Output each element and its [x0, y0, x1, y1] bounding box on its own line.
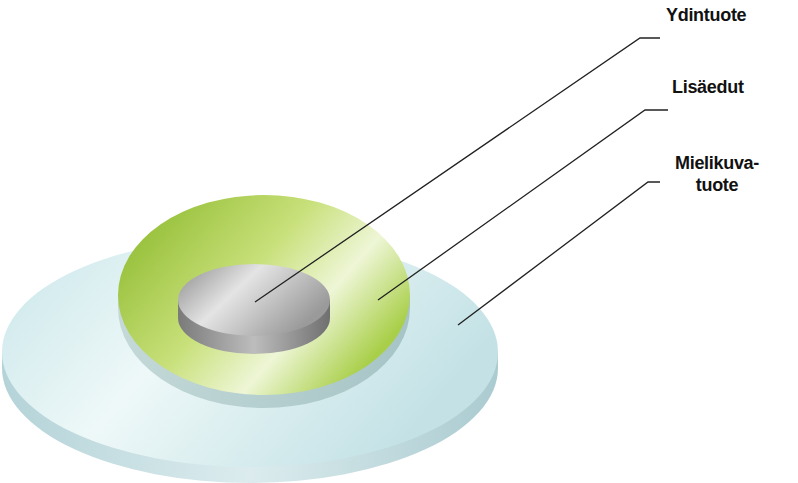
outer-disc-top — [2, 237, 498, 467]
callout-label: Ydintuote — [666, 4, 786, 26]
callout-label: Mielikuva- tuote — [664, 152, 770, 196]
leader-line — [378, 110, 668, 300]
inner-disc-top — [178, 264, 330, 336]
leader-line — [458, 182, 660, 325]
middle-disc — [118, 195, 410, 408]
callout-label: Lisäedut — [672, 76, 792, 98]
inner-disc — [178, 264, 330, 354]
leader-line — [255, 38, 660, 302]
